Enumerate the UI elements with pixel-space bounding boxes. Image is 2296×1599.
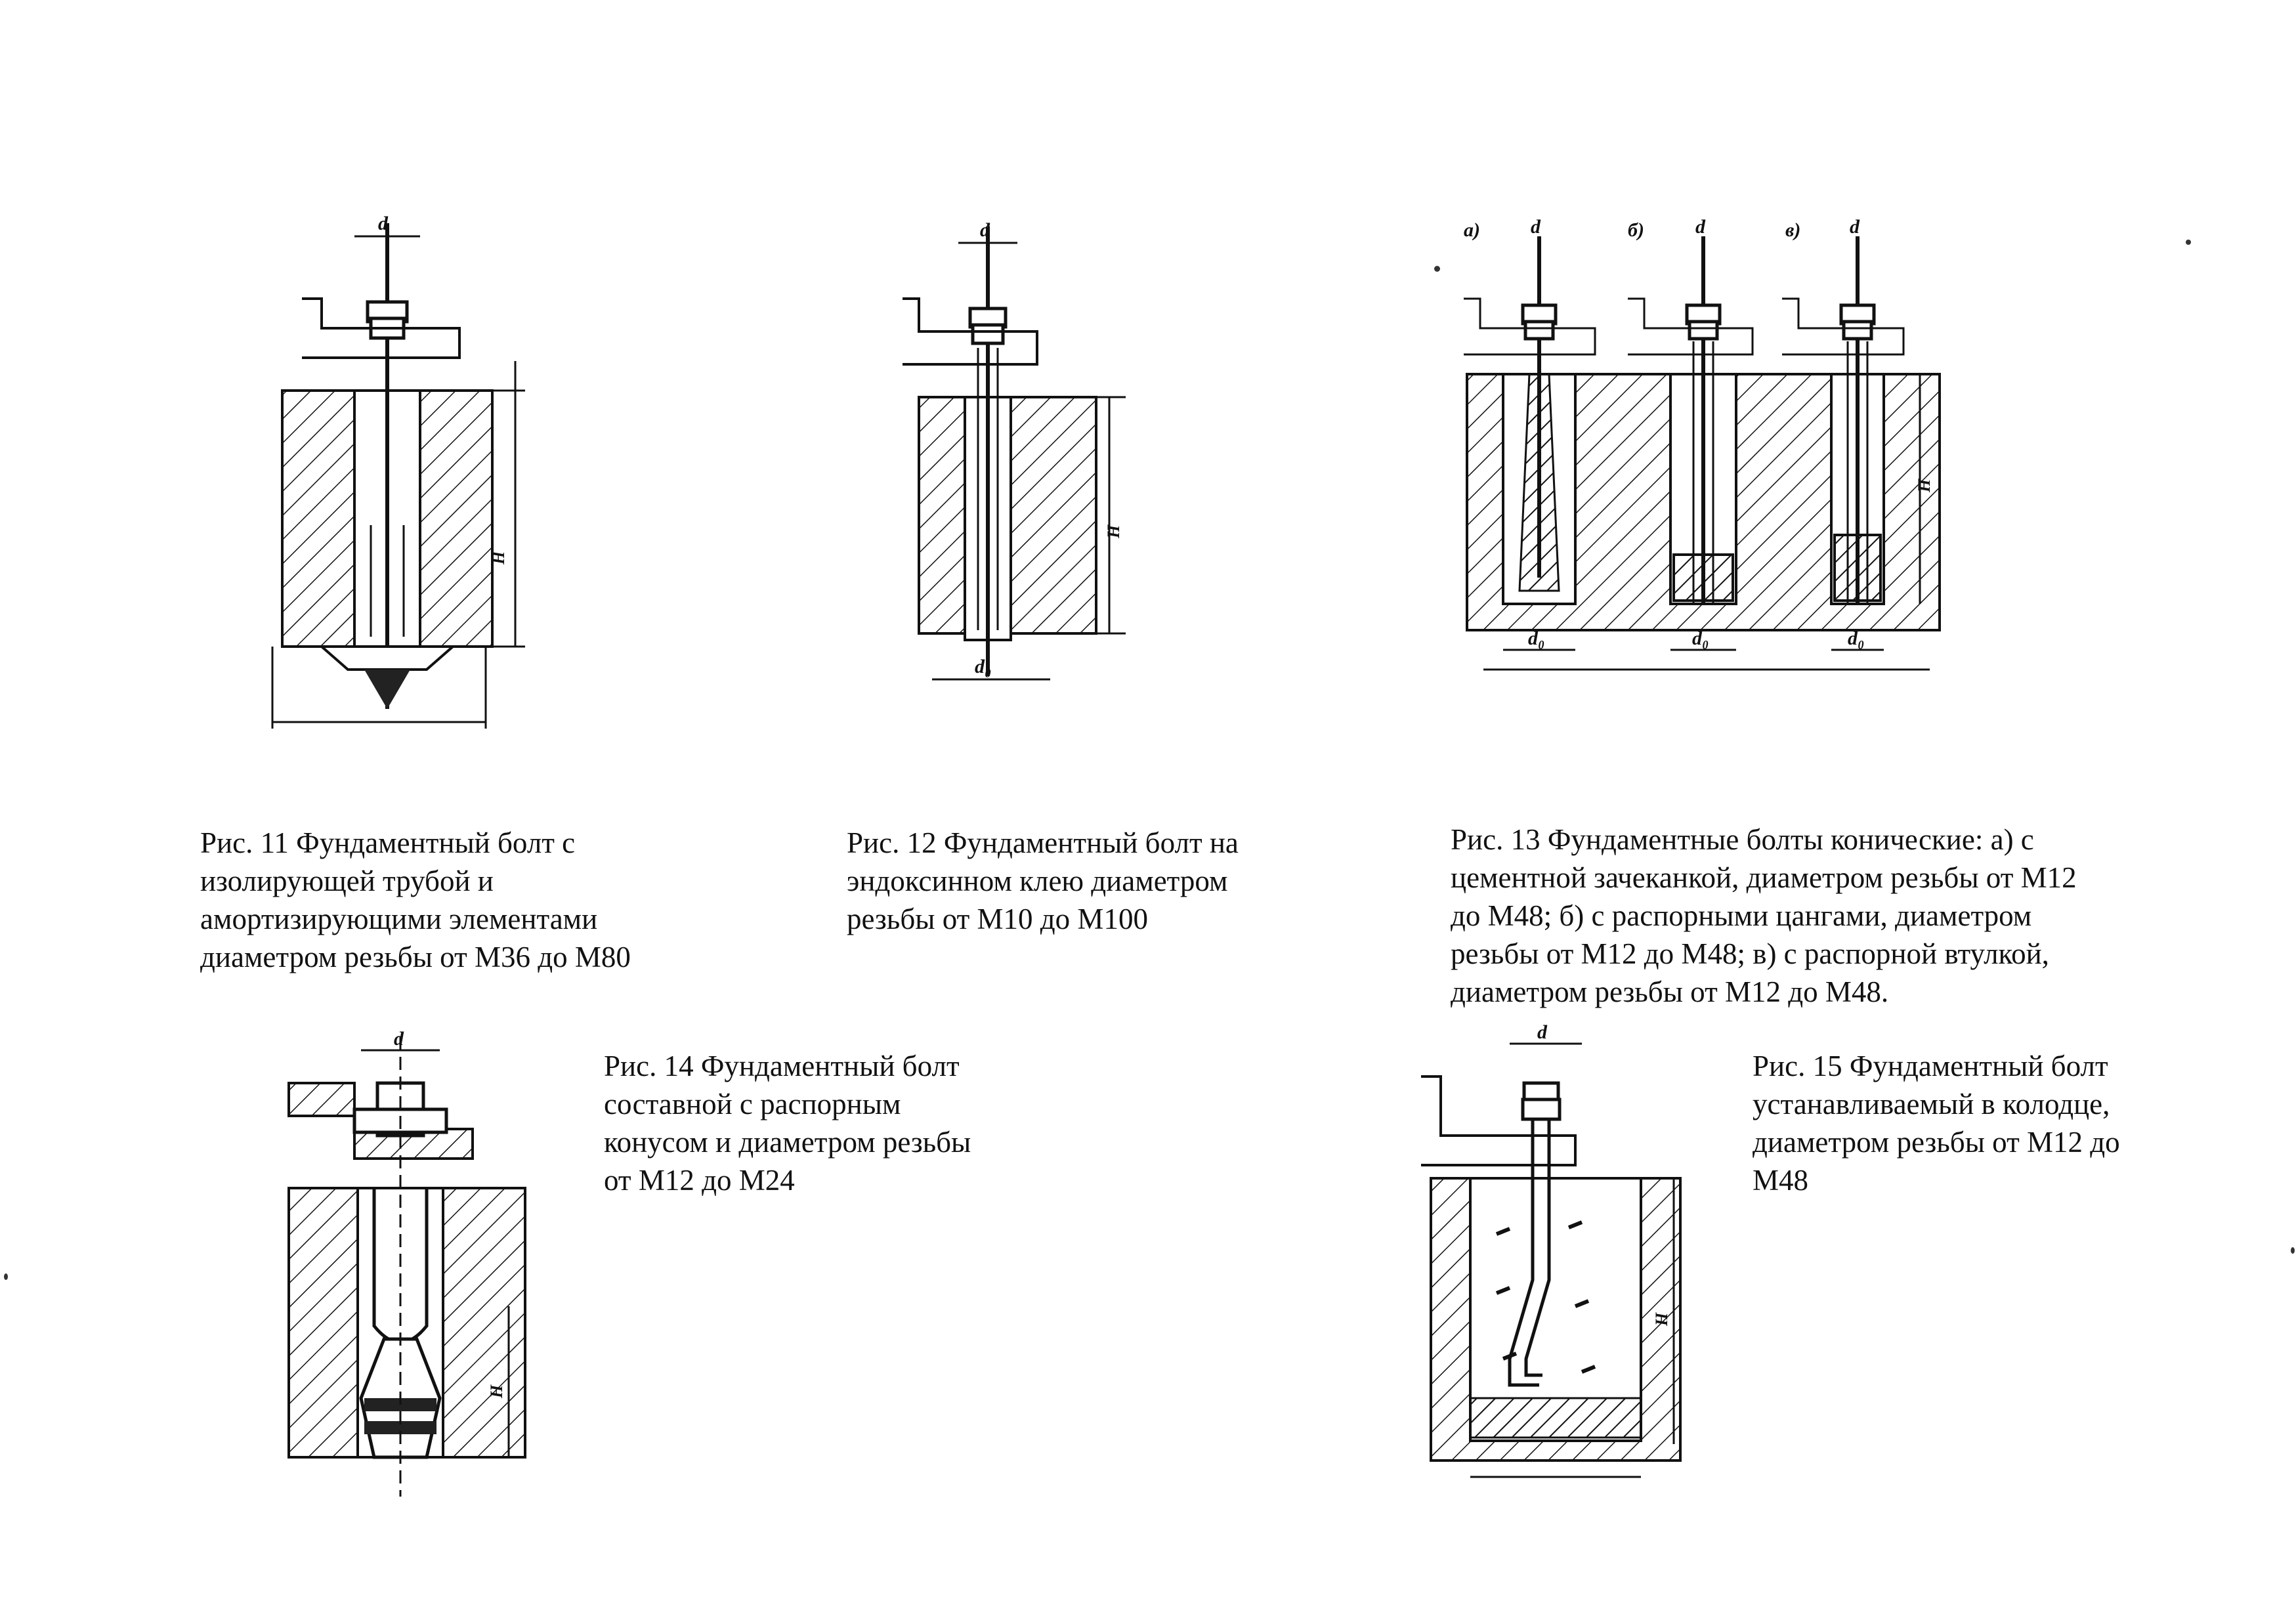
caption-line: Рис. 13 Фундаментные болты конические: а… xyxy=(1451,823,2034,856)
figure-13-caption: Рис. 13 Фундаментные болты конические: а… xyxy=(1451,821,2077,1011)
caption-line: Рис. 15 Фундаментный болт xyxy=(1753,1050,2108,1082)
figure-15-drawing: d H xyxy=(1411,1017,1707,1497)
caption-line: диаметром резьбы от М12 до М48. xyxy=(1451,975,1889,1008)
fig13-v-d0-label: d₀ xyxy=(1848,628,1864,649)
fig13-v-d-label: d xyxy=(1850,216,1860,238)
fig13-a-d-label: d xyxy=(1531,216,1541,238)
caption-line: до М48; б) с распорными цангами, диаметр… xyxy=(1451,899,2032,932)
figure-11-drawing: d H xyxy=(249,210,564,748)
fig13-b-d-label: d xyxy=(1695,216,1706,238)
figure-13-drawing: а) d б) d в) d H d₀ d₀ d₀ xyxy=(1444,210,1956,696)
caption-line: диаметром резьбы от М36 до М80 xyxy=(200,941,631,973)
caption-line: М48 xyxy=(1753,1164,1809,1197)
scan-speck xyxy=(1434,266,1440,272)
scan-speck xyxy=(2291,1247,2295,1254)
caption-line: устанавливаемый в колодце, xyxy=(1753,1088,2110,1120)
figure-12-caption: Рис. 12 Фундаментный болт на эндоксинном… xyxy=(847,824,1239,938)
figure-11-caption: Рис. 11 Фундаментный болт с изолирующей … xyxy=(200,824,631,976)
scan-speck xyxy=(4,1273,8,1280)
caption-line: составной с распорным xyxy=(604,1088,901,1120)
caption-line: Рис. 14 Фундаментный болт xyxy=(604,1050,960,1082)
caption-line: от М12 до М24 xyxy=(604,1164,795,1197)
fig12-d-label: d xyxy=(980,219,990,241)
fig14-h-label: H xyxy=(487,1384,506,1399)
fig13-variant-a-label: а) xyxy=(1464,219,1480,241)
fig13-variant-b-label: б) xyxy=(1628,219,1644,241)
fig15-d-label: d xyxy=(1537,1021,1548,1043)
fig11-d-label: d xyxy=(378,213,389,234)
caption-line: эндоксинном клею диаметром xyxy=(847,864,1228,897)
caption-line: диаметром резьбы от М12 до xyxy=(1753,1126,2120,1159)
figure-12-drawing: d H d₀ xyxy=(893,217,1155,729)
fig13-b-d0-label: d₀ xyxy=(1692,628,1709,649)
caption-line: Рис. 12 Фундаментный болт на xyxy=(847,826,1239,859)
fig13-a-d0-label: d₀ xyxy=(1528,628,1544,649)
caption-line: амортизирующими элементами xyxy=(200,903,598,935)
fig12-d0-label: d₀ xyxy=(975,656,991,677)
fig12-h-label: H xyxy=(1104,524,1123,539)
fig11-h-label: H xyxy=(489,551,508,565)
fig13-variant-v-label: в) xyxy=(1785,219,1800,241)
caption-line: резьбы от М12 до М48; в) с распорной вту… xyxy=(1451,937,2049,970)
figure-14-drawing: d H xyxy=(276,1031,538,1510)
caption-line: Рис. 11 Фундаментный болт с xyxy=(200,826,576,859)
caption-line: изолирующей трубой и xyxy=(200,864,494,897)
fig15-h-label: H xyxy=(1652,1312,1671,1327)
fig13-h-label: H xyxy=(1915,479,1934,493)
figure-15-caption: Рис. 15 Фундаментный болт устанавливаемы… xyxy=(1753,1047,2120,1199)
caption-line: конусом и диаметром резьбы xyxy=(604,1126,971,1159)
figure-14-caption: Рис. 14 Фундаментный болт составной с ра… xyxy=(604,1047,971,1199)
caption-line: резьбы от М10 до М100 xyxy=(847,903,1148,935)
scan-speck xyxy=(2186,240,2191,245)
fig14-d-label: d xyxy=(394,1031,404,1050)
caption-line: цементной зачеканкой, диаметром резьбы о… xyxy=(1451,861,2077,894)
